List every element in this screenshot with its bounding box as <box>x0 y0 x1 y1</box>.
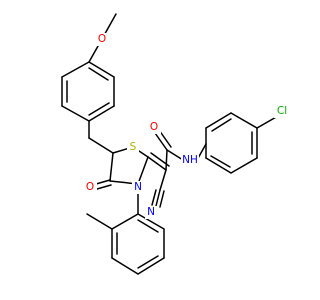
bond-clphenyl-inner-c <box>210 155 231 168</box>
bond-calpha-camide <box>165 149 168 171</box>
bond-tolyl-6 <box>137 213 165 230</box>
bond-anisyl-inner-b <box>88 102 110 116</box>
bond-anisyl-3 <box>61 105 90 122</box>
bond-clphenyl-inner-a <box>211 118 232 132</box>
bond-layer <box>61 13 279 275</box>
structure-canvas: O S O NH Cl O N N <box>61 13 290 275</box>
bond-tolyl-3 <box>111 257 139 275</box>
bond-c4-o-b <box>96 184 112 190</box>
bond-c2-calpha-a <box>147 156 167 171</box>
bond-tolyl-inner-c <box>137 219 159 233</box>
molecule-drawing: O S O NH Cl O N N <box>61 13 290 275</box>
bond-anisyl-1 <box>61 61 90 78</box>
atom-n-ring: N <box>134 181 142 193</box>
bond-clphenyl-5 <box>230 157 258 174</box>
bond-anisyl-4 <box>88 105 115 122</box>
bond-clphenyl-6 <box>205 157 232 174</box>
atom-nh-amide: NH <box>182 154 198 166</box>
atom-n-nitrile: N <box>147 206 155 218</box>
atom-cl: Cl <box>277 105 287 117</box>
atom-label-layer: O S O NH Cl O N N <box>84 33 290 219</box>
bond-c4-o-a <box>95 179 111 185</box>
bond-tolyl-methyl <box>86 213 113 230</box>
atom-o-methoxy: O <box>98 33 106 45</box>
bond-cn-triple-b <box>151 189 157 206</box>
bond-camide-nh <box>166 149 184 161</box>
bond-anisyl-inner-c <box>88 67 109 81</box>
bond-ch2-c5 <box>88 137 114 154</box>
bond-tolyl-1 <box>111 213 139 230</box>
bond-tolyl-4 <box>137 257 165 275</box>
bond-c4-c5 <box>109 152 114 182</box>
bond-cn-triple-c <box>159 190 165 208</box>
atom-o-ketone: O <box>86 181 94 193</box>
atom-o-amide: O <box>150 121 158 133</box>
bond-tolyl-inner-b <box>137 255 159 269</box>
bond-c2-n3 <box>137 156 149 185</box>
bond-clphenyl-2 <box>205 112 232 129</box>
bond-clphenyl-3 <box>230 112 258 129</box>
bond-cn-triple-a <box>155 189 161 207</box>
bond-anisyl-6 <box>88 61 115 78</box>
atom-s-ring: S <box>130 141 137 153</box>
bond-calpha-cn <box>159 169 167 191</box>
bond-camide-o-a <box>154 132 168 151</box>
